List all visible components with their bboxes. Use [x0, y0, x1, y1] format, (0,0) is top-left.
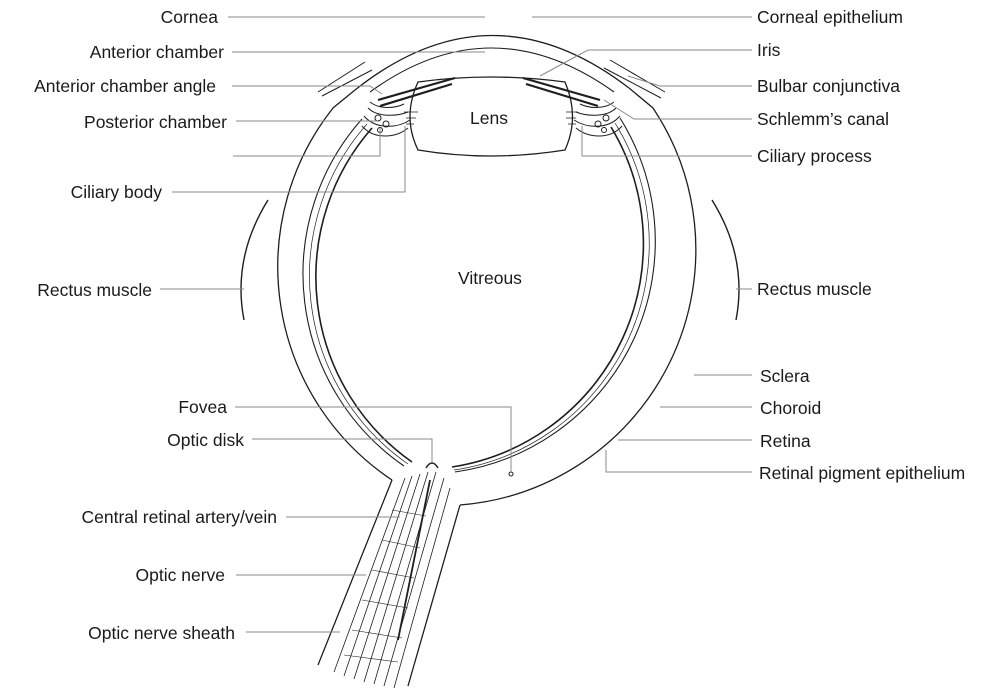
label-anterior-chamber-angle: Anterior chamber angle — [34, 76, 216, 96]
leader-schlemms-canal — [603, 99, 752, 120]
label-choroid: Choroid — [760, 398, 821, 418]
optic-nerve-sheath — [317, 479, 461, 687]
leader-iris — [539, 49, 752, 77]
conjunctiva-right — [603, 59, 666, 99]
fovea-mark — [508, 471, 514, 477]
label-vitreous: Vitreous — [458, 268, 522, 288]
conjunctiva-left — [317, 61, 373, 97]
label-optic-nerve-sheath: Optic nerve sheath — [88, 623, 235, 643]
sclera-outline — [277, 87, 697, 506]
label-ciliary-process: Ciliary process — [757, 146, 872, 166]
label-lens: Lens — [470, 108, 508, 128]
label-anterior-chamber: Anterior chamber — [90, 42, 224, 62]
leader-optic-disk — [252, 438, 433, 462]
leader-fovea — [235, 406, 512, 472]
label-schlemms-canal: Schlemm’s canal — [757, 109, 889, 129]
label-sclera: Sclera — [760, 366, 810, 386]
leader-ciliary-process — [581, 126, 752, 157]
cornea-outer — [354, 34, 630, 91]
label-ciliary-body: Ciliary body — [71, 182, 163, 202]
optic-disk-mark — [425, 462, 439, 469]
leader-anterior-chamber-angle — [232, 85, 383, 95]
label-cornea: Cornea — [161, 7, 219, 27]
labels-right: Corneal epithelium Iris Bulbar conjuncti… — [757, 7, 965, 483]
labels-inside: Lens Vitreous — [458, 108, 522, 288]
label-retina: Retina — [760, 431, 811, 451]
label-optic-disk: Optic disk — [167, 430, 244, 450]
label-rectus-muscle-right: Rectus muscle — [757, 279, 872, 299]
labels-left: Cornea Anterior chamber Anterior chamber… — [34, 7, 277, 643]
label-fovea: Fovea — [178, 397, 227, 417]
eye-illustration — [240, 34, 740, 689]
label-rectus-muscle-left: Rectus muscle — [37, 280, 152, 300]
iris-right — [522, 76, 601, 108]
optic-nerve-fibers — [333, 471, 451, 689]
rectus-muscle-left — [240, 199, 269, 321]
iris-left — [377, 76, 456, 108]
label-retinal-pigment-epithelium: Retinal pigment epithelium — [759, 463, 965, 483]
ciliary-body-right — [573, 101, 623, 137]
rpe-outline — [309, 122, 650, 471]
label-corneal-epithelium: Corneal epithelium — [757, 7, 903, 27]
leader-rpe — [605, 450, 752, 473]
leader-ciliary-body — [172, 126, 406, 193]
label-iris: Iris — [757, 40, 781, 60]
leader-lines — [160, 16, 752, 633]
leader-bulbar-conjunctiva — [627, 75, 752, 87]
leader-ciliary-body-bracket — [233, 128, 381, 157]
label-bulbar-conjunctiva: Bulbar conjunctiva — [757, 76, 900, 96]
label-central-retinal-artery-vein: Central retinal artery/vein — [82, 507, 278, 527]
rectus-muscle-right — [711, 199, 740, 321]
label-optic-nerve: Optic nerve — [136, 565, 225, 585]
lens-outline — [409, 76, 574, 157]
cornea-inner — [369, 47, 615, 93]
choroid-outline — [302, 117, 656, 473]
retina-outline — [315, 126, 645, 468]
ciliary-body-left — [361, 101, 411, 137]
label-posterior-chamber: Posterior chamber — [84, 112, 227, 132]
